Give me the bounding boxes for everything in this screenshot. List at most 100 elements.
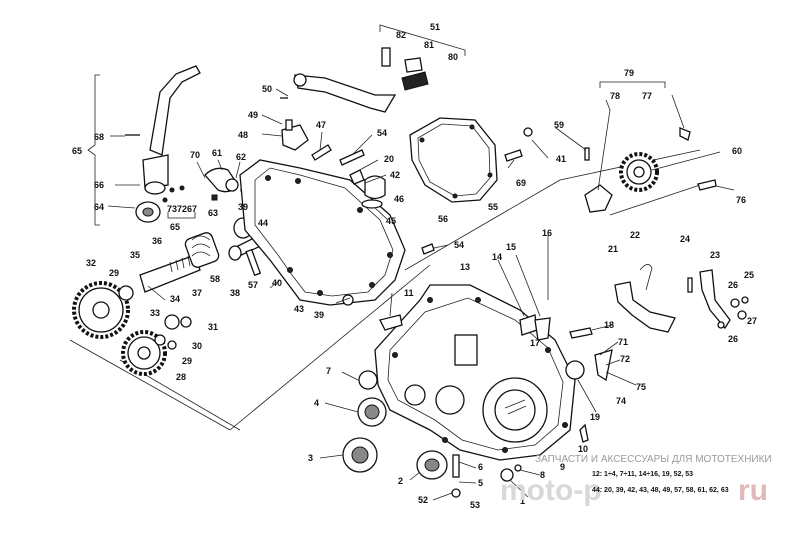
label-37: 37 bbox=[192, 288, 202, 298]
part-labels: 51 82 81 80 50 49 48 47 54 20 42 46 45 5… bbox=[72, 22, 757, 510]
label-75: 75 bbox=[636, 382, 646, 392]
label-82: 82 bbox=[396, 30, 406, 40]
label-21: 21 bbox=[608, 244, 618, 254]
label-26-upper: 26 bbox=[728, 280, 738, 290]
kickstart-group bbox=[87, 65, 201, 226]
label-46: 46 bbox=[394, 194, 404, 204]
label-32: 32 bbox=[86, 258, 96, 268]
label-13: 13 bbox=[460, 262, 470, 272]
label-56: 56 bbox=[438, 214, 448, 224]
label-53: 53 bbox=[470, 500, 480, 510]
label-34: 34 bbox=[170, 294, 180, 304]
label-47: 47 bbox=[316, 120, 326, 130]
label-69: 69 bbox=[516, 178, 526, 188]
label-51: 51 bbox=[430, 22, 440, 32]
label-22: 22 bbox=[630, 230, 640, 240]
label-36: 36 bbox=[152, 236, 162, 246]
bearings bbox=[342, 370, 448, 480]
label-52: 52 bbox=[418, 495, 428, 505]
label-61: 61 bbox=[212, 148, 222, 158]
label-1: 1 bbox=[520, 496, 525, 506]
label-18: 18 bbox=[604, 320, 614, 330]
label-66: 66 bbox=[94, 180, 104, 190]
watermark-text: ЗАПЧАСТИ И АКСЕССУАРЫ ДЛЯ МОТОТЕХНИКИ bbox=[535, 454, 772, 465]
label-16: 16 bbox=[542, 228, 552, 238]
label-79: 79 bbox=[624, 68, 634, 78]
label-64: 64 bbox=[94, 202, 104, 212]
gear-32 bbox=[72, 281, 130, 339]
label-41: 41 bbox=[556, 154, 566, 164]
label-737267: 737267 bbox=[167, 204, 197, 214]
gear-shift-lever bbox=[280, 24, 466, 113]
label-71: 71 bbox=[618, 337, 628, 347]
parts-61-70 bbox=[196, 159, 248, 201]
label-6: 6 bbox=[478, 462, 483, 472]
label-20: 20 bbox=[384, 154, 394, 164]
label-8: 8 bbox=[540, 470, 545, 480]
label-38: 38 bbox=[230, 288, 240, 298]
label-40: 40 bbox=[272, 278, 282, 288]
label-80: 80 bbox=[448, 52, 458, 62]
label-27: 27 bbox=[747, 316, 757, 326]
notes: 12: 1÷4, 7÷11, 14÷16, 19, 52, 53 44: 20,… bbox=[592, 471, 729, 494]
label-29-lower: 29 bbox=[182, 356, 192, 366]
label-50: 50 bbox=[262, 84, 272, 94]
label-77: 77 bbox=[642, 91, 652, 101]
label-2: 2 bbox=[398, 476, 403, 486]
small-hardware bbox=[342, 294, 613, 498]
label-7: 7 bbox=[326, 366, 331, 376]
label-70: 70 bbox=[190, 150, 200, 160]
label-33: 33 bbox=[150, 308, 160, 318]
sprocket-group bbox=[584, 81, 717, 213]
label-35: 35 bbox=[130, 250, 140, 260]
label-30: 30 bbox=[192, 341, 202, 351]
label-45: 45 bbox=[386, 216, 396, 226]
label-29-upper: 29 bbox=[109, 268, 119, 278]
small-washers bbox=[118, 285, 192, 350]
crankcase-13 bbox=[374, 284, 576, 461]
label-74: 74 bbox=[616, 396, 626, 406]
label-81: 81 bbox=[424, 40, 434, 50]
label-62: 62 bbox=[236, 152, 246, 162]
label-23: 23 bbox=[710, 250, 720, 260]
label-24: 24 bbox=[680, 234, 690, 244]
label-68: 68 bbox=[94, 132, 104, 142]
gear-28 bbox=[121, 330, 167, 376]
label-42: 42 bbox=[390, 170, 400, 180]
selector-parts bbox=[614, 264, 749, 333]
label-63: 63 bbox=[208, 208, 218, 218]
label-19: 19 bbox=[590, 412, 600, 422]
label-39-upper: 39 bbox=[238, 202, 248, 212]
label-15: 15 bbox=[506, 242, 516, 252]
label-14: 14 bbox=[492, 252, 502, 262]
label-25: 25 bbox=[744, 270, 754, 280]
label-4: 4 bbox=[314, 398, 319, 408]
label-49: 49 bbox=[248, 110, 258, 120]
label-58: 58 bbox=[210, 274, 220, 284]
label-44: 44 bbox=[258, 218, 268, 228]
label-54-mid: 54 bbox=[454, 240, 464, 250]
label-55: 55 bbox=[488, 202, 498, 212]
label-28: 28 bbox=[176, 372, 186, 382]
label-10: 10 bbox=[578, 444, 588, 454]
label-57: 57 bbox=[248, 280, 258, 290]
label-9: 9 bbox=[560, 462, 565, 472]
label-31: 31 bbox=[208, 322, 218, 332]
label-59: 59 bbox=[554, 120, 564, 130]
label-60: 60 bbox=[732, 146, 742, 156]
label-76: 76 bbox=[736, 195, 746, 205]
label-5: 5 bbox=[478, 478, 483, 488]
label-72: 72 bbox=[620, 354, 630, 364]
label-43: 43 bbox=[294, 304, 304, 314]
watermark-brand: moto-p bbox=[500, 474, 602, 507]
cover-hardware bbox=[281, 119, 533, 255]
label-54-top: 54 bbox=[377, 128, 387, 138]
label-65-mid: 65 bbox=[170, 222, 180, 232]
label-39-lower: 39 bbox=[314, 310, 324, 320]
note-12: 12: 1÷4, 7÷11, 14÷16, 19, 52, 53 bbox=[592, 471, 693, 478]
label-48: 48 bbox=[238, 130, 248, 140]
label-11: 11 bbox=[404, 288, 414, 298]
clutch-inner-cover bbox=[409, 117, 498, 203]
